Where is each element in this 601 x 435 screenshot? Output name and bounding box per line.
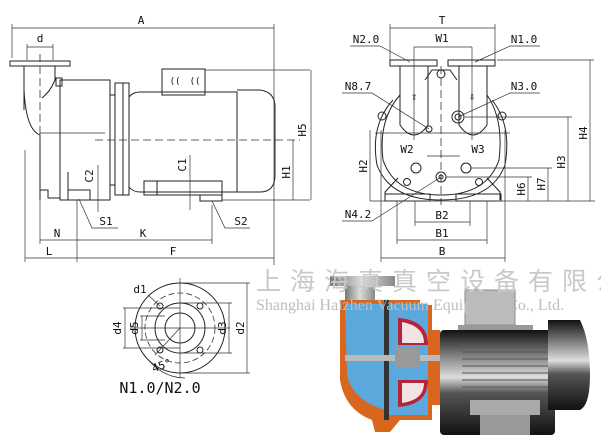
- arrow-up-icon: ⇧: [411, 90, 418, 103]
- dim-H2: H2: [357, 159, 370, 172]
- dim-B1: B1: [435, 227, 448, 240]
- dim-H5: H5: [296, 123, 309, 136]
- dim-B: B: [439, 245, 446, 258]
- dim-W2: W2: [400, 143, 413, 156]
- dim-W1: W1: [435, 32, 448, 45]
- dim-C1: C1: [176, 158, 189, 171]
- dim-L: L: [46, 245, 53, 258]
- watermark-english: Shanghai Haizhen Vacuum Equipment Co., L…: [256, 297, 564, 314]
- label-N3-0: N3.0: [511, 80, 538, 93]
- label-S2: S2: [234, 215, 247, 228]
- pump-cutaway-illustration: [330, 276, 590, 435]
- label-N1-0: N1.0: [511, 33, 538, 46]
- dim-d5: d5: [128, 321, 141, 334]
- arrow-down-icon: ⇩: [469, 90, 476, 103]
- dim-W3: W3: [471, 143, 484, 156]
- dim-A: A: [138, 14, 145, 27]
- dim-N: N: [54, 227, 61, 240]
- dim-K: K: [140, 227, 147, 240]
- label-N8-7: N8.7: [345, 80, 372, 93]
- dim-d2: d2: [234, 321, 247, 334]
- dim-F: F: [170, 245, 177, 258]
- dim-H6: H6: [515, 182, 528, 195]
- dim-d3: d3: [216, 321, 229, 334]
- dim-d4: d4: [111, 321, 124, 335]
- flange-view: d1 d4 d5 d3 d2 45° N1.0/N2.0: [111, 278, 250, 397]
- label-N4-2: N4.2: [345, 208, 372, 221]
- dim-T: T: [439, 14, 446, 27]
- dim-d: d: [37, 32, 44, 45]
- label-S1: S1: [99, 215, 112, 228]
- terminal-icon: ((: [170, 77, 181, 87]
- side-view: A d (( (( C1 C2 S1 S2: [9, 14, 312, 265]
- dim-d1: d1: [133, 283, 146, 296]
- flange-caption: N1.0/N2.0: [119, 379, 200, 397]
- watermark-chinese: 上海海真真空设备有限公司: [256, 267, 601, 296]
- dim-H7: H7: [535, 177, 548, 190]
- dim-B2: B2: [435, 209, 448, 222]
- dim-H3: H3: [555, 155, 568, 168]
- label-N2-0: N2.0: [353, 33, 380, 46]
- dim-C2: C2: [83, 169, 96, 182]
- terminal-icon: ((: [190, 77, 201, 87]
- angle-45: 45°: [150, 356, 173, 375]
- front-view: T W1 N2.0 N1.0 ⇧ ⇩ N8.7 N3.0 W2 W3: [342, 14, 595, 262]
- dim-H4: H4: [577, 126, 590, 140]
- dim-H1: H1: [280, 165, 293, 178]
